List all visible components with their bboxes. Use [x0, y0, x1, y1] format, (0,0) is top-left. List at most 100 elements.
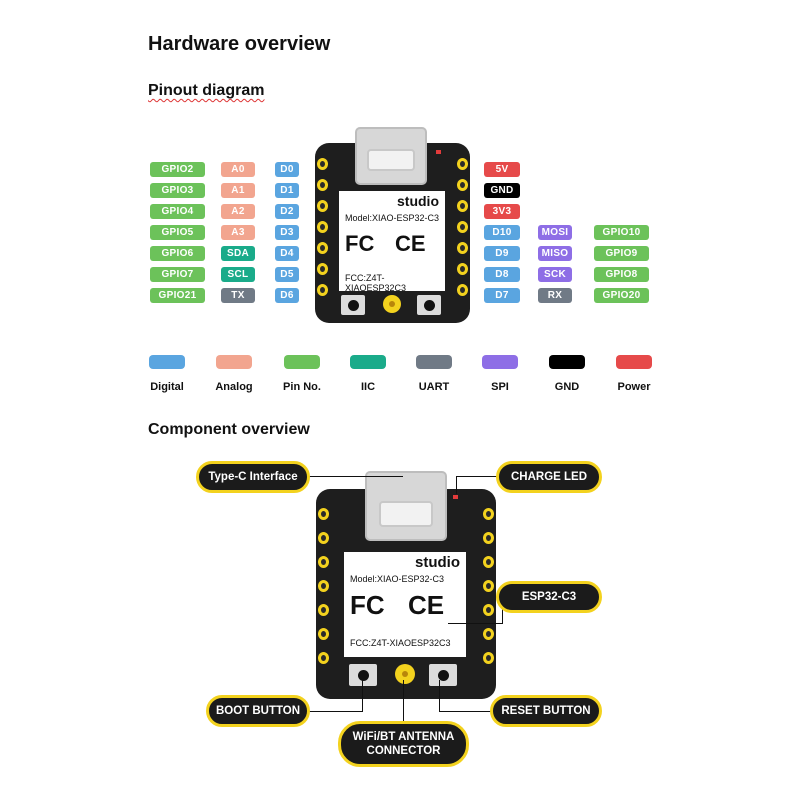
pin-label-right: D9 [484, 246, 520, 261]
pin-label-function: A1 [221, 183, 255, 198]
pin-label-right: 3V3 [484, 204, 520, 219]
legend-label: Analog [215, 381, 253, 393]
pin-pad [457, 200, 468, 212]
pin-label-gpio: GPIO20 [594, 288, 649, 303]
board-bottom: studio Model:XIAO-ESP32-C3 FC CE FCC:Z4T… [316, 471, 496, 699]
pin-pad [318, 580, 329, 592]
pin-label-digital: D0 [275, 162, 299, 177]
connector-line-reset [439, 711, 494, 712]
callout-antenna-line2: CONNECTOR [366, 745, 441, 757]
legend-swatch [416, 355, 452, 369]
pin-pad [318, 532, 329, 544]
pin-label-function: MOSI [538, 225, 572, 240]
model-text: Model:XIAO-ESP32-C3 [350, 574, 445, 584]
pin-label-digital: D5 [275, 267, 299, 282]
legend-label: UART [418, 381, 450, 393]
legend-swatch [284, 355, 320, 369]
pinout-title: Pinout diagram [148, 82, 265, 99]
antenna-connector [395, 664, 415, 684]
pin-label-gpio: GPIO2 [150, 162, 205, 177]
pin-pad [318, 604, 329, 616]
pin-label-right: D10 [484, 225, 520, 240]
antenna-connector [383, 295, 401, 313]
pin-label-function: A3 [221, 225, 255, 240]
pin-pad [457, 284, 468, 296]
callout-antenna-connector: WiFi/BT ANTENNA CONNECTOR [338, 721, 469, 767]
pin-label-function: RX [538, 288, 572, 303]
usb-c-port [365, 471, 447, 541]
pin-pad [457, 242, 468, 254]
legend-label: GND [554, 381, 580, 393]
pin-label-gpio: GPIO5 [150, 225, 205, 240]
pin-label-function: A0 [221, 162, 255, 177]
fcc-logo: FC [350, 590, 385, 620]
legend-label: Digital [150, 381, 184, 393]
pin-pad [483, 556, 494, 568]
legend-label: Power [617, 381, 651, 393]
connector-line-antenna [403, 680, 404, 725]
board-top: studio Model:XIAO-ESP32-C3 FC CE FCC:Z4T… [315, 127, 470, 323]
pin-pad [317, 179, 328, 191]
legend-label: Pin No. [283, 381, 321, 393]
pin-pad [318, 508, 329, 520]
pin-label-gpio: GPIO21 [150, 288, 205, 303]
connector-line-boot-up [362, 680, 363, 712]
legend-swatch [350, 355, 386, 369]
boot-button [349, 664, 377, 686]
reset-button [417, 295, 441, 315]
pin-label-right: 5V [484, 162, 520, 177]
model-text: Model:XIAO-ESP32-C3 [345, 213, 440, 223]
pin-label-function: SDA [221, 246, 255, 261]
pin-label-function: TX [221, 288, 255, 303]
pin-label-digital: D1 [275, 183, 299, 198]
pin-pad [318, 556, 329, 568]
callout-charge-led: CHARGE LED [496, 461, 602, 493]
charge-led [436, 150, 441, 154]
fcc-id-text: FCC:Z4T-XIAOESP32C3 [350, 638, 451, 648]
connector-line-charge-led [456, 476, 502, 477]
callout-boot-button: BOOT BUTTON [206, 695, 310, 727]
board-label-panel: studio Model:XIAO-ESP32-C3 FC CE FCC:Z4T… [339, 191, 445, 293]
pin-label-gpio: GPIO8 [594, 267, 649, 282]
connector-line-charge-led-drop [456, 476, 457, 494]
pin-pad [483, 580, 494, 592]
legend-label: SPI [491, 381, 509, 393]
connector-line-boot [306, 711, 362, 712]
pin-label-function: A2 [221, 204, 255, 219]
ce-logo: CE [408, 590, 445, 620]
pin-label-gpio: GPIO10 [594, 225, 649, 240]
pin-label-function: SCL [221, 267, 255, 282]
reset-button [429, 664, 457, 686]
pin-label-function: SCK [538, 267, 572, 282]
pin-pad [318, 652, 329, 664]
pin-pad [317, 242, 328, 254]
pin-pad [483, 508, 494, 520]
pin-pad [317, 200, 328, 212]
pin-label-gpio: GPIO3 [150, 183, 205, 198]
pin-pad [318, 628, 329, 640]
legend-label: IIC [360, 381, 376, 393]
pin-pad [457, 158, 468, 170]
pin-label-gpio: GPIO7 [150, 267, 205, 282]
pin-label-right: D7 [484, 288, 520, 303]
pin-pad [457, 263, 468, 275]
brand-name: studio [397, 193, 439, 209]
pin-label-digital: D3 [275, 225, 299, 240]
pin-pad [483, 628, 494, 640]
pin-label-digital: D4 [275, 246, 299, 261]
pin-pad [317, 263, 328, 275]
pin-pad [317, 221, 328, 233]
connector-line-esp32 [448, 623, 502, 624]
pin-pad [457, 221, 468, 233]
pin-label-gpio: GPIO4 [150, 204, 205, 219]
callout-esp32-c3: ESP32-C3 [496, 581, 602, 613]
usb-c-port [355, 127, 427, 185]
pin-label-gpio: GPIO6 [150, 246, 205, 261]
legend-swatch [149, 355, 185, 369]
ce-logo: CE [395, 231, 426, 256]
callout-reset-button: RESET BUTTON [490, 695, 602, 727]
usb-c-opening [379, 501, 433, 527]
pin-pad [483, 604, 494, 616]
component-title: Component overview [148, 421, 310, 438]
connector-line-reset-up [439, 680, 440, 712]
